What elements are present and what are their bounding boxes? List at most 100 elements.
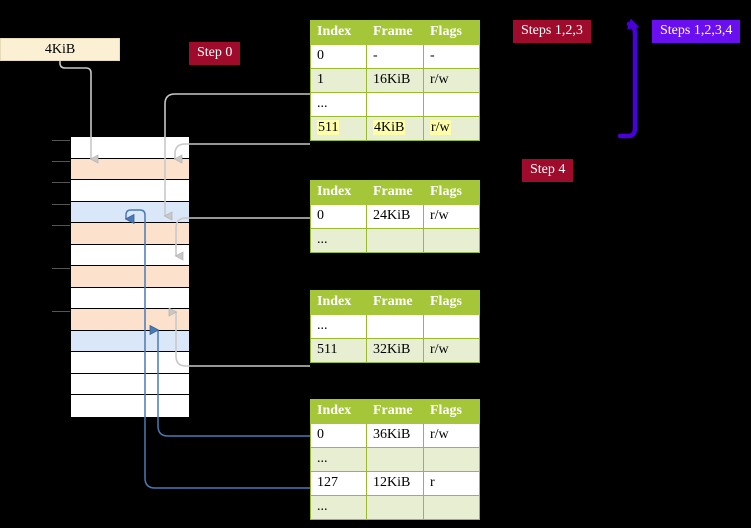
memory-row xyxy=(71,309,189,331)
column-header-flags: Flags xyxy=(423,290,480,315)
memory-row xyxy=(71,223,189,245)
cell-flags-text: r/w xyxy=(430,120,451,135)
column-header-index: Index xyxy=(310,399,367,424)
table-row: 0 36KiB r/w xyxy=(310,423,480,448)
cell-frame xyxy=(366,314,424,339)
memory-tick xyxy=(52,311,70,312)
wire-t1r511-to-memory xyxy=(175,143,310,159)
memory-row xyxy=(71,287,189,309)
memory-tick xyxy=(52,182,70,183)
cell-frame: 16KiB xyxy=(366,68,424,93)
cell-index: ... xyxy=(310,447,367,472)
table-row: ... xyxy=(310,495,480,520)
memory-row xyxy=(71,266,189,288)
column-header-frame: Frame xyxy=(366,20,424,45)
cell-frame: 32KiB xyxy=(366,338,424,363)
memory-row xyxy=(71,395,189,417)
cell-index-text: 511 xyxy=(317,120,340,135)
cell-frame xyxy=(366,92,424,117)
page-table-3: Index Frame Flags ... 511 32KiB r/w xyxy=(310,290,480,363)
column-header-frame: Frame xyxy=(366,290,424,315)
cell-index: 0 xyxy=(310,204,367,229)
table-header-row: Index Frame Flags xyxy=(310,180,480,205)
wire-t3r511-to-memory xyxy=(176,312,310,367)
memory-tick xyxy=(52,161,70,162)
memory-row xyxy=(71,201,189,223)
memory-tick xyxy=(52,268,70,269)
column-header-frame: Frame xyxy=(366,399,424,424)
table-row: ... xyxy=(310,314,480,339)
table-row: 0 - - xyxy=(310,44,480,69)
cell-flags: r xyxy=(423,471,480,496)
memory-column xyxy=(70,136,190,417)
badge-steps-123: Steps 1,2,3 xyxy=(513,20,591,43)
cell-frame: - xyxy=(366,44,424,69)
memory-row xyxy=(71,158,189,180)
table-row: 511 32KiB r/w xyxy=(310,338,480,363)
badge-steps-1234: Steps 1,2,3,4 xyxy=(652,20,741,43)
cell-index: ... xyxy=(310,495,367,520)
page-table-1: Index Frame Flags 0 - - 1 16KiB r/w ... xyxy=(310,20,480,141)
cell-index: 511 xyxy=(310,116,367,141)
memory-row xyxy=(71,330,189,352)
memory-tick xyxy=(52,225,70,226)
badge-step-0: Step 0 xyxy=(189,42,241,65)
cell-index: 0 xyxy=(310,423,367,448)
column-header-flags: Flags xyxy=(423,20,480,45)
column-header-index: Index xyxy=(310,20,367,45)
cell-index: 1 xyxy=(310,68,367,93)
cell-flags xyxy=(423,495,480,520)
page-table-4: Index Frame Flags 0 36KiB r/w ... 127 12… xyxy=(310,399,480,520)
cell-flags: r/w xyxy=(423,338,480,363)
cell-flags: r/w xyxy=(423,423,480,448)
cell-flags: r/w xyxy=(423,116,480,141)
wire-t2r0-to-memory xyxy=(176,217,310,256)
cell-index: ... xyxy=(310,228,367,253)
cell-flags: r/w xyxy=(423,204,480,229)
cell-index: 127 xyxy=(310,471,367,496)
table-row-highlighted: 511 4KiB r/w xyxy=(310,116,480,141)
memory-row xyxy=(71,373,189,395)
cell-index: 511 xyxy=(310,338,367,363)
cell-index: 0 xyxy=(310,44,367,69)
cell-flags: r/w xyxy=(423,68,480,93)
cell-flags xyxy=(423,228,480,253)
column-header-index: Index xyxy=(310,290,367,315)
column-header-frame: Frame xyxy=(366,180,424,205)
cell-frame: 36KiB xyxy=(366,423,424,448)
column-header-flags: Flags xyxy=(423,180,480,205)
page-table-2: Index Frame Flags 0 24KiB r/w ... xyxy=(310,180,480,253)
wire-steps-1234-return xyxy=(617,18,640,139)
cell-index: ... xyxy=(310,92,367,117)
table-header-row: Index Frame Flags xyxy=(310,399,480,424)
cell-flags: - xyxy=(423,44,480,69)
cell-flags xyxy=(423,447,480,472)
memory-size-label: 4KiB xyxy=(0,38,120,61)
cell-flags xyxy=(423,314,480,339)
table-row: 1 16KiB r/w xyxy=(310,68,480,93)
table-row: ... xyxy=(310,447,480,472)
table-header-row: Index Frame Flags xyxy=(310,290,480,315)
column-header-flags: Flags xyxy=(423,399,480,424)
memory-tick xyxy=(52,140,70,141)
memory-row xyxy=(71,352,189,374)
memory-row xyxy=(71,180,189,202)
cell-frame: 4KiB xyxy=(366,116,424,141)
column-header-index: Index xyxy=(310,180,367,205)
memory-row xyxy=(71,137,189,159)
cell-frame xyxy=(366,228,424,253)
cell-frame xyxy=(366,447,424,472)
table-row: 127 12KiB r xyxy=(310,471,480,496)
table-row: 0 24KiB r/w xyxy=(310,204,480,229)
cell-frame-text: 4KiB xyxy=(373,120,406,135)
cell-frame: 24KiB xyxy=(366,204,424,229)
cell-frame xyxy=(366,495,424,520)
memory-row xyxy=(71,244,189,266)
memory-size-text: 4KiB xyxy=(44,41,76,57)
table-row: ... xyxy=(310,92,480,117)
memory-tick xyxy=(52,204,70,205)
cell-flags xyxy=(423,92,480,117)
cell-index: ... xyxy=(310,314,367,339)
badge-step-4: Step 4 xyxy=(522,159,574,182)
